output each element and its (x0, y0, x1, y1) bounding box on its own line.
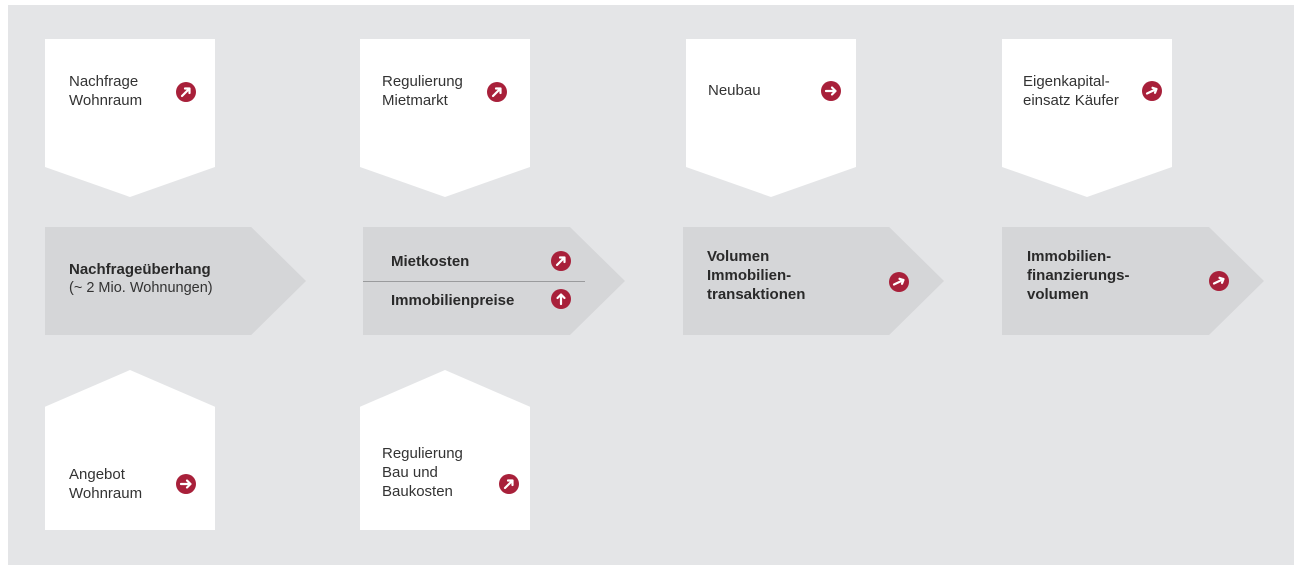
divider (363, 281, 585, 282)
arrow-up-right-icon (551, 251, 571, 271)
effect-box-preise: Mietkosten Immobilienpreise (363, 227, 625, 335)
factor-label: Regulierung Mietmarkt (382, 73, 463, 109)
arrow-slight-up-right-icon (1142, 81, 1162, 101)
factor-label: Neubau (708, 82, 761, 99)
effect-line-mietkosten: Mietkosten (391, 253, 470, 270)
effect-title: Immobilien- finanzierungs- volumen (1027, 248, 1130, 303)
effect-box-finanzierung: Immobilien- finanzierungs- volumen (1002, 227, 1264, 335)
arrow-up-right-icon (487, 82, 507, 102)
arrow-up-right-icon (176, 82, 196, 102)
arrow-up-icon (551, 289, 571, 309)
effect-title: Volumen Immobilien- transaktionen (707, 248, 806, 303)
factor-box-angebot-wohnraum: Angebot Wohnraum (45, 370, 215, 530)
factor-label: Nachfrage Wohnraum (69, 73, 143, 109)
effect-box-nachfrageueberhang: Nachfrageüberhang (~ 2 Mio. Wohnungen) (45, 227, 306, 335)
effect-title: Nachfrageüberhang (69, 261, 211, 278)
factor-box-regulierung-mietmarkt: Regulierung Mietmarkt (360, 39, 530, 197)
arrow-right-icon (821, 81, 841, 101)
factor-box-eigenkapital: Eigenkapital- einsatz Käufer (1002, 39, 1172, 197)
factor-box-neubau: Neubau (686, 39, 856, 197)
factor-box-regulierung-bau: Regulierung Bau und Baukosten (360, 370, 530, 530)
arrow-slight-up-right-icon (1209, 271, 1229, 291)
factor-label: Angebot Wohnraum (69, 466, 143, 502)
arrow-right-icon (176, 474, 196, 494)
effect-line-immobilienpreise: Immobilienpreise (391, 292, 515, 309)
arrow-slight-up-right-icon (889, 272, 909, 292)
effect-box-volumen: Volumen Immobilien- transaktionen (683, 227, 944, 335)
factor-label: Regulierung Bau und Baukosten (382, 445, 463, 500)
arrow-up-right-icon (499, 474, 519, 494)
effect-subtitle: (~ 2 Mio. Wohnungen) (69, 280, 213, 296)
factor-label: Eigenkapital- einsatz Käufer (1023, 73, 1119, 109)
factor-box-nachfrage-wohnraum: Nachfrage Wohnraum (45, 39, 215, 197)
